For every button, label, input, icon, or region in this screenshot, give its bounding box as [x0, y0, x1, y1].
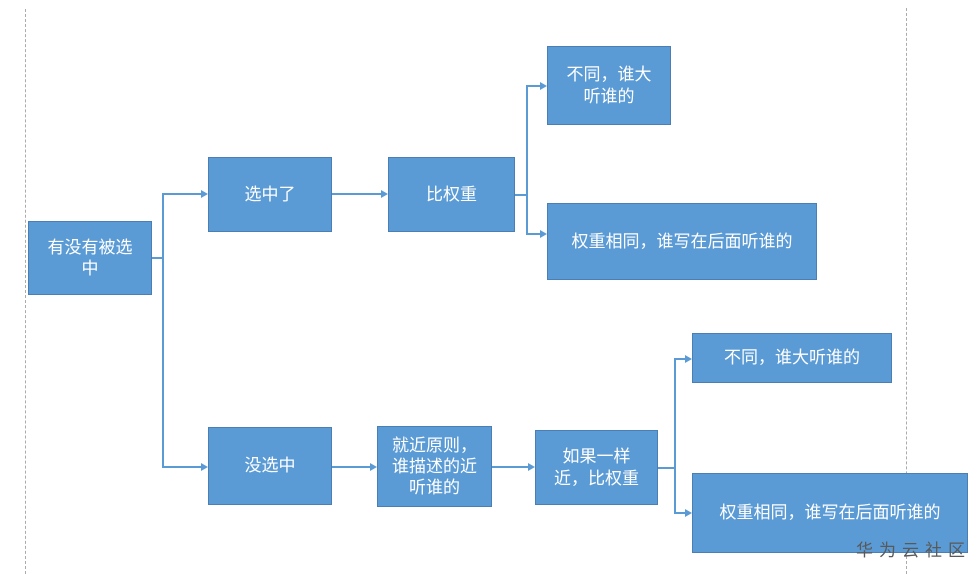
flow-node-compare-weight: 比权重	[388, 157, 515, 232]
flow-node-selected-or-not: 有没有被选中	[28, 221, 152, 295]
arrowhead-to-not-selected	[201, 463, 208, 471]
connector-proximity-to-ifsame	[492, 466, 528, 468]
flow-node-label: 就近原则，谁描述的近听谁的	[392, 435, 477, 498]
flow-node-label: 选中了	[244, 184, 296, 204]
arrowhead-proximity-to-ifsame	[528, 463, 535, 471]
flow-node-label: 有没有被选中	[47, 237, 133, 278]
connector-ifsame-stub	[658, 467, 675, 469]
connector-to-top-different	[526, 85, 540, 87]
flow-node-top-same-weight: 权重相同，谁写在后面听谁的	[547, 203, 817, 280]
arrowhead-to-top-same	[540, 230, 547, 238]
connector-to-selected	[162, 193, 201, 195]
flow-node-bottom-different: 不同，谁大听谁的	[692, 333, 892, 383]
arrowhead-selected-to-compare	[381, 190, 388, 198]
flow-node-label: 不同，谁大听谁的	[566, 65, 652, 106]
flow-node-label: 比权重	[426, 184, 477, 204]
flow-node-selected: 选中了	[208, 157, 332, 232]
flow-node-label: 没选中	[244, 456, 296, 476]
flow-node-label: 权重相同，谁写在后面听谁的	[719, 503, 941, 523]
connector-to-not-selected	[162, 466, 201, 468]
flow-node-proximity-principle: 就近原则，谁描述的近听谁的	[377, 426, 492, 507]
arrowhead-to-selected	[201, 190, 208, 198]
flow-node-if-equally-near: 如果一样近，比权重	[535, 430, 658, 505]
connector-notselected-to-proximity	[332, 466, 370, 468]
connector-to-bottom-same	[674, 512, 685, 514]
flow-node-label: 不同，谁大听谁的	[724, 348, 860, 368]
flow-node-label: 如果一样近，比权重	[554, 447, 639, 488]
right-page-guide-line	[906, 8, 907, 574]
flow-node-label: 权重相同，谁写在后面听谁的	[571, 231, 793, 251]
arrowhead-to-bottom-same	[685, 509, 692, 517]
connector-to-top-same	[526, 233, 540, 235]
flow-node-bottom-same-weight: 权重相同，谁写在后面听谁的	[692, 473, 968, 553]
arrowhead-notselected-to-proximity	[370, 463, 377, 471]
flow-node-top-different: 不同，谁大听谁的	[547, 46, 671, 125]
connector-compare-trunk	[526, 85, 528, 234]
left-page-guide-line	[25, 9, 26, 574]
connector-compare-stub	[515, 194, 527, 196]
connector-selected-to-compare	[332, 193, 381, 195]
huawei-cloud-community-watermark: 华为云社区	[856, 541, 971, 560]
arrowhead-to-bottom-different	[685, 355, 692, 363]
arrowhead-to-top-different	[540, 82, 547, 90]
connector-to-bottom-different	[674, 358, 685, 360]
connector-ifsame-trunk	[674, 358, 676, 513]
flow-node-not-selected: 没选中	[208, 427, 332, 505]
connector-root-stub	[152, 257, 163, 259]
connector-root-trunk	[162, 193, 164, 467]
